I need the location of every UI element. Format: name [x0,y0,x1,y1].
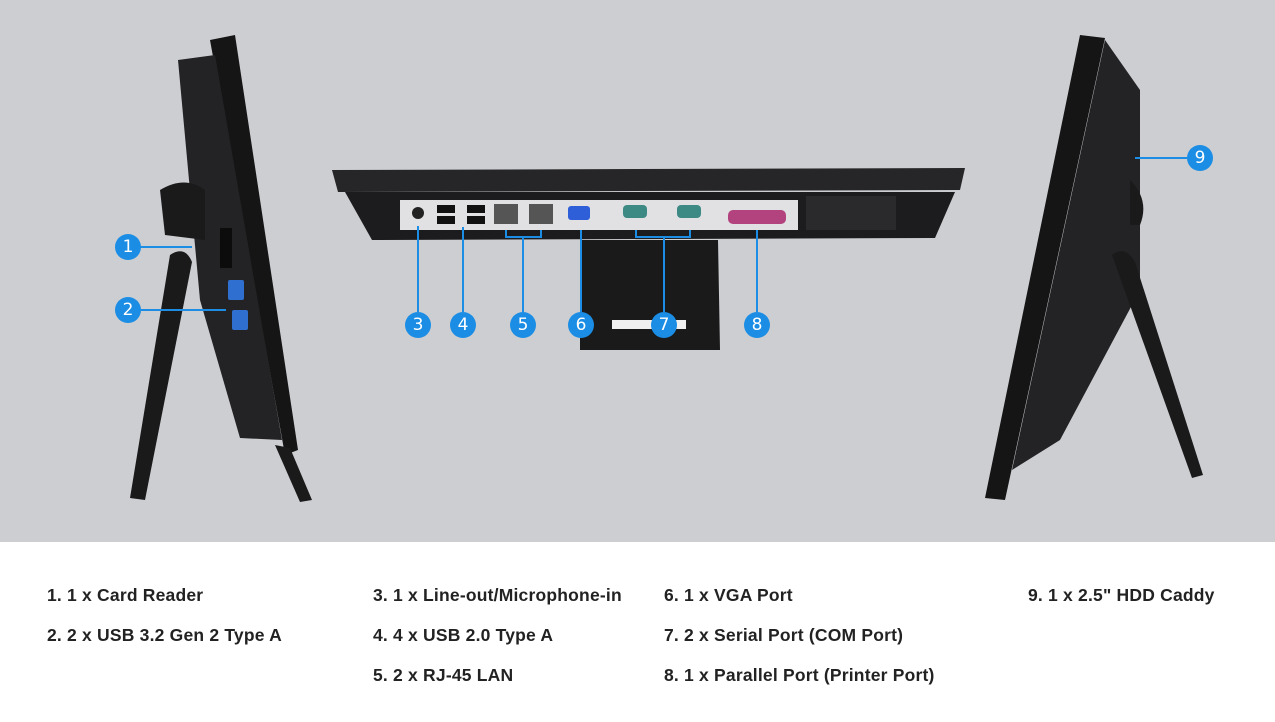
svg-text:9: 9 [1195,148,1206,168]
svg-text:4: 4 [458,315,469,335]
product-photo: 1 2 3 4 5 6 7 8 9 [0,0,1275,542]
svg-text:2: 2 [123,300,134,320]
svg-text:1: 1 [123,237,134,257]
spec-audio: 3. 1 x Line-out/Microphone-in [373,585,622,605]
callout-4: 4 [450,312,476,338]
svg-text:6: 6 [576,315,587,335]
spec-serial: 7. 2 x Serial Port (COM Port) [664,625,904,645]
callout-6: 6 [568,312,594,338]
spec-parallel: 8. 1 x Parallel Port (Printer Port) [664,665,935,685]
callout-1: 1 [115,234,141,260]
spec-hdd-caddy: 9. 1 x 2.5" HDD Caddy [1028,585,1215,605]
callout-5: 5 [510,312,536,338]
callout-9: 9 [1187,145,1213,171]
right-side-view [985,35,1203,500]
callout-3: 3 [405,312,431,338]
spec-vga: 6. 1 x VGA Port [664,585,793,605]
svg-text:7: 7 [659,315,670,335]
spec-card-reader: 1. 1 x Card Reader [47,585,204,605]
spec-lan: 5. 2 x RJ-45 LAN [373,665,514,685]
rear-view [332,168,965,350]
callout-lines [140,157,1187,312]
left-side-view [130,35,312,502]
spec-usb-3-2: 2. 2 x USB 3.2 Gen 2 Type A [47,625,282,645]
callout-2: 2 [115,297,141,323]
svg-text:8: 8 [752,315,763,335]
callout-8: 8 [744,312,770,338]
spec-usb-2-0: 4. 4 x USB 2.0 Type A [373,625,554,645]
svg-text:5: 5 [518,315,529,335]
svg-text:3: 3 [413,315,424,335]
callout-7: 7 [651,312,677,338]
